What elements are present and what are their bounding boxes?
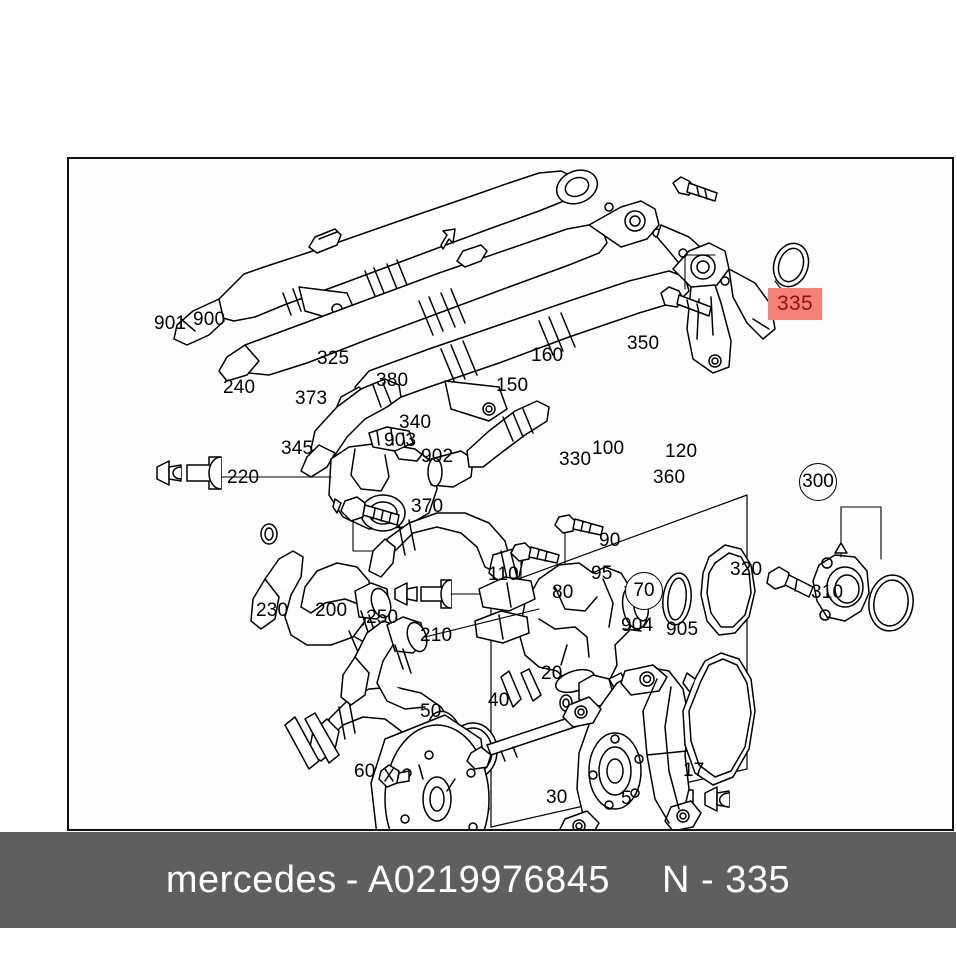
callout-380: 380 (376, 370, 409, 391)
callout-120: 120 (665, 441, 698, 462)
callout-240: 240 (223, 377, 256, 398)
callout-circle-300-label: 300 (802, 471, 834, 492)
screw-350 (672, 176, 718, 202)
callout-345: 345 (281, 438, 314, 459)
callout-90: 90 (599, 530, 621, 551)
oring-310 (868, 574, 914, 632)
callout-901: 901 (154, 313, 187, 334)
footer-caption: mercedes - A0219976845 N - 335 (166, 859, 790, 902)
diagram-frame: 325 345 340 350 330 360 901 900 370 240 … (67, 157, 954, 831)
water-pump-5 (559, 664, 702, 829)
callout-350: 350 (627, 333, 660, 354)
screw-150 (510, 542, 560, 598)
callout-330: 330 (559, 449, 592, 470)
callout-200: 200 (315, 600, 348, 621)
callout-373: 373 (295, 388, 328, 409)
hose-220 (250, 550, 392, 664)
clip-900 (186, 456, 222, 490)
bolt-40 (466, 698, 646, 770)
clip-905 (704, 786, 730, 812)
bolt-320 (766, 566, 814, 598)
coolant-pipe-325 (173, 169, 599, 346)
gasket-120 (700, 544, 756, 636)
highlighted-part-number-335[interactable]: 335 (768, 288, 822, 320)
callout-110: 110 (488, 564, 519, 585)
callout-17: 17 (683, 760, 705, 781)
hose-340-link (456, 244, 550, 468)
callout-340: 340 (399, 412, 432, 433)
part-number: A0219976845 (367, 858, 611, 901)
gasket-110 (500, 668, 542, 708)
callout-95: 95 (591, 563, 613, 584)
callout-160: 160 (531, 345, 564, 366)
oring-240 (260, 523, 278, 545)
callout-40: 40 (488, 690, 510, 711)
callout-210: 210 (420, 625, 453, 646)
callout-20: 20 (541, 663, 563, 684)
clip-902 (420, 579, 540, 609)
bolt-60 (378, 764, 410, 788)
hose-200-branch (340, 608, 540, 710)
callout-360: 360 (653, 467, 686, 488)
callout-150: 150 (496, 375, 529, 396)
callout-905: 905 (666, 619, 699, 640)
part-reference: N - 335 (662, 858, 791, 901)
callout-900: 900 (193, 309, 226, 330)
callout-903: 903 (384, 430, 417, 451)
gasket-230 (284, 712, 340, 770)
callout-250: 250 (366, 607, 399, 628)
callout-50: 50 (420, 701, 442, 722)
arrow-340 (440, 228, 456, 250)
callout-circle-70-label: 70 (633, 580, 655, 601)
callout-220: 220 (227, 467, 260, 488)
callout-320: 320 (730, 559, 763, 580)
footer-separator: - (345, 858, 359, 901)
oring-100 (662, 572, 692, 626)
gasket-17 (682, 652, 756, 786)
callout-100: 100 (592, 438, 625, 459)
clip-903 (394, 582, 418, 606)
footer-bar: mercedes - A0219976845 N - 335 (0, 832, 956, 928)
callout-circle-70: 70 (625, 572, 663, 610)
callout-310: 310 (811, 582, 844, 603)
callout-230: 230 (256, 600, 289, 621)
callout-30: 30 (546, 787, 568, 808)
callout-904: 904 (621, 615, 654, 636)
oring-335 (772, 242, 810, 306)
callout-80: 80 (552, 582, 574, 603)
screw-160 (554, 514, 604, 584)
screw-373 (332, 496, 400, 552)
pulley-disc-50 (370, 714, 490, 829)
clip-901 (156, 460, 182, 486)
callout-60: 60 (354, 761, 376, 782)
callout-902: 902 (421, 446, 454, 467)
callout-325: 325 (317, 348, 350, 369)
hose-345 (300, 378, 402, 478)
thermostat-cover-300 (812, 506, 882, 622)
brand-name: mercedes (165, 858, 337, 901)
callout-370: 370 (411, 496, 444, 517)
callout-circle-300: 300 (799, 463, 837, 501)
callout-5: 5 (621, 788, 632, 809)
screw-360 (660, 254, 716, 317)
